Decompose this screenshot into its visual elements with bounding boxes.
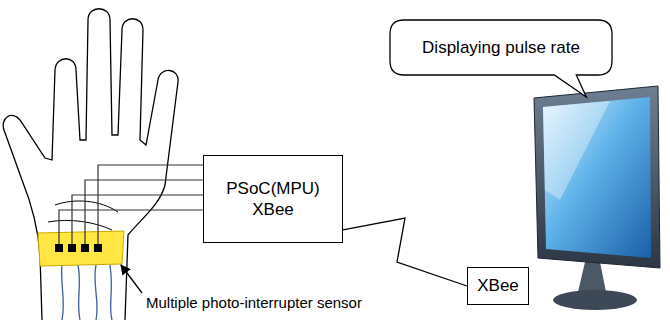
- device-box: XBee: [467, 267, 529, 305]
- node-text: XBee: [477, 275, 519, 296]
- palm-crease: [48, 220, 112, 230]
- node-text: Displaying pulse rate: [422, 37, 580, 58]
- wireless-link: [343, 218, 467, 286]
- sensor-wire: [59, 165, 203, 244]
- callout-label: Multiple photo-interrupter sensor: [146, 294, 362, 311]
- node-text: PSoC(MPU) XBee: [223, 178, 323, 221]
- device-box: PSoC(MPU) XBee: [203, 155, 343, 243]
- vein: [62, 265, 112, 320]
- speech-bubble: Displaying pulse rate: [390, 20, 612, 75]
- bubble-shape: [390, 20, 612, 97]
- monitor: [534, 86, 660, 310]
- hand-outline: [3, 9, 178, 320]
- photo-interrupter: [55, 244, 102, 252]
- sensor-band: [38, 231, 124, 266]
- leader-arrow: [121, 265, 142, 293]
